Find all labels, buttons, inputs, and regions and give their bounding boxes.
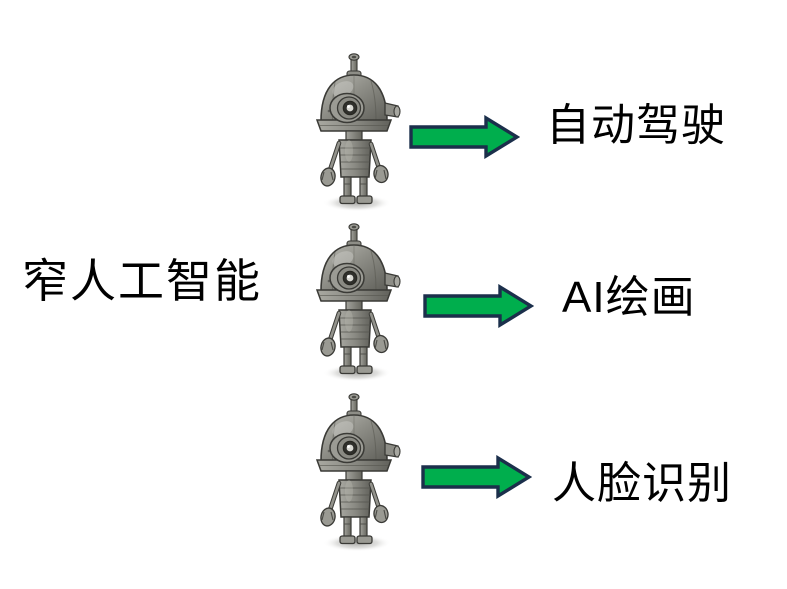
robot-illustration-1 bbox=[303, 51, 407, 216]
robot-illustration-3 bbox=[303, 391, 407, 556]
arrow-row-2 bbox=[422, 284, 534, 328]
application-label-face-recognition: 人脸识别 bbox=[552, 459, 732, 508]
application-label-autonomous-driving: 自动驾驶 bbox=[546, 101, 726, 150]
category-label: 窄人工智能 bbox=[22, 255, 262, 307]
diagram-row bbox=[0, 215, 787, 385]
arrow-row-3 bbox=[420, 455, 532, 499]
application-label-ai-painting: AI绘画 bbox=[562, 273, 696, 322]
diagram-row bbox=[0, 45, 787, 215]
arrow-row-1 bbox=[408, 115, 520, 159]
diagram-row bbox=[0, 385, 787, 555]
robot-illustration-2 bbox=[303, 221, 407, 386]
